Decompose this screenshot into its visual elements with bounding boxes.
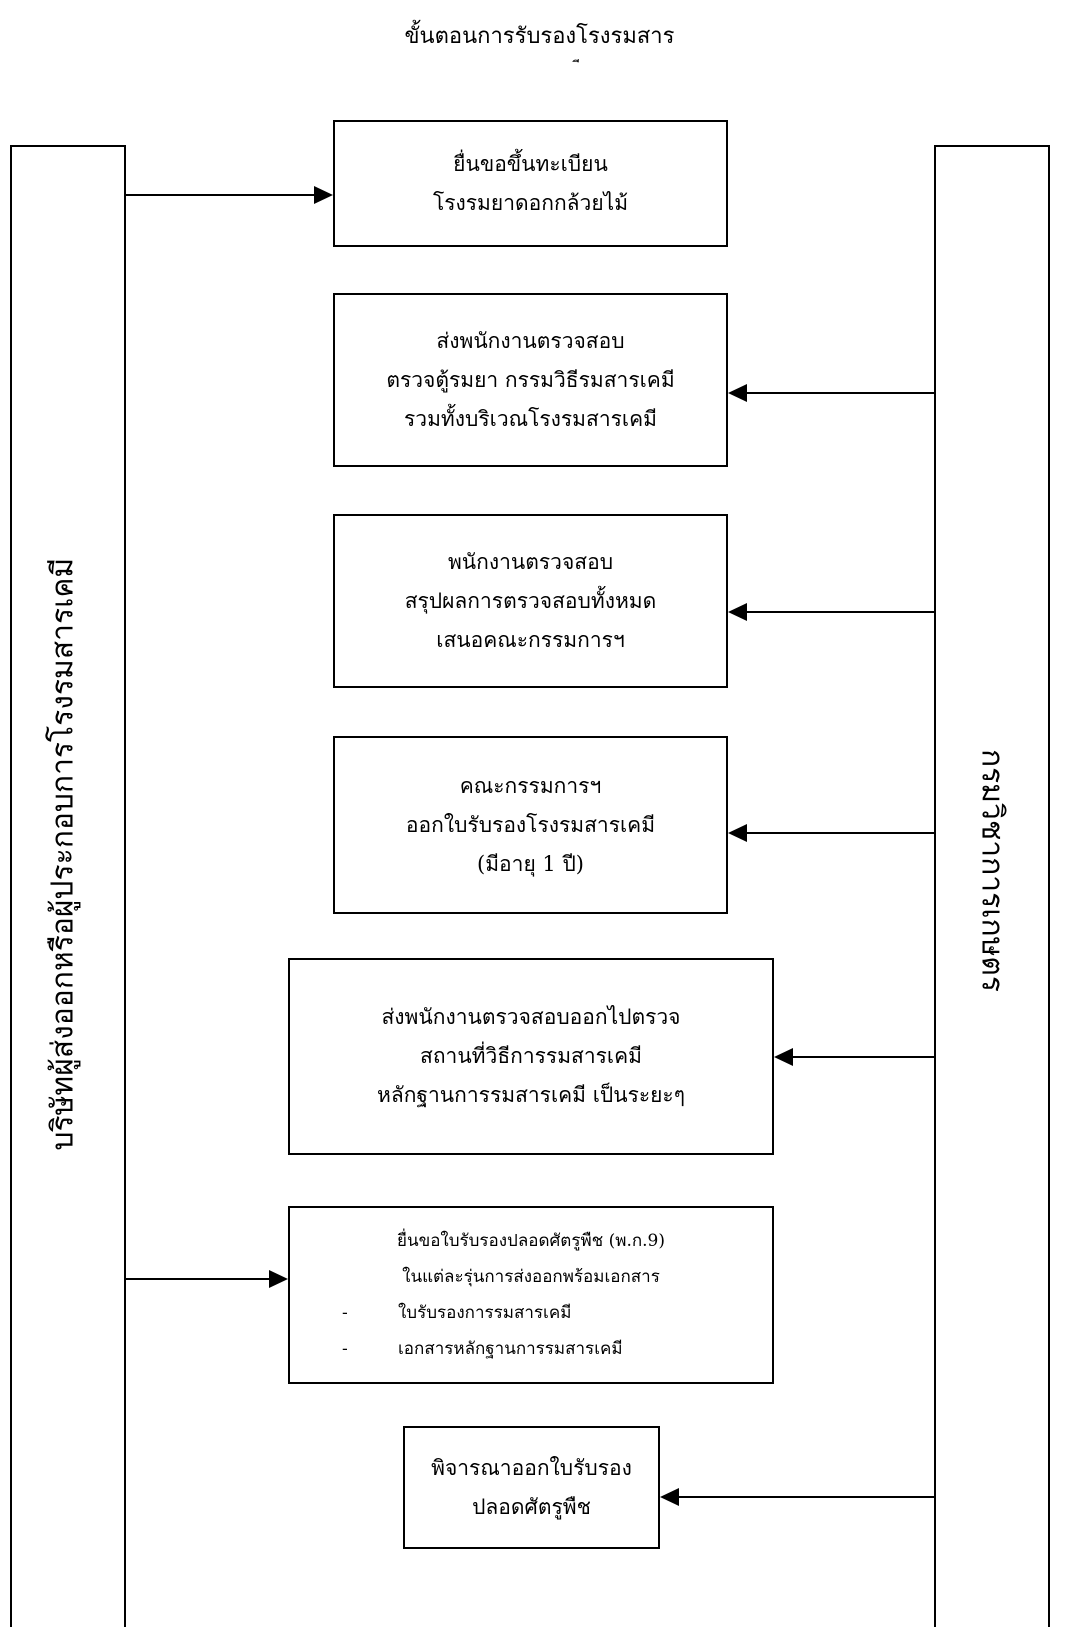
left-actor-column: [10, 145, 126, 1627]
step-box-register: ยื่นขอขึ้นทะเบียน โรงรมยาดอกกล้วยไม้: [333, 120, 728, 247]
step-box-periodic-inspection: ส่งพนักงานตรวจสอบออกไปตรวจ สถานที่วิธีกา…: [288, 958, 774, 1155]
bullet-text: เอกสารหลักฐานการรมสารเคมี: [398, 1339, 623, 1359]
step-text: ส่งพนักงานตรวจสอบ: [436, 328, 625, 353]
step-text: สรุปผลการตรวจสอบทั้งหมด: [404, 588, 657, 613]
step-text: เสนอคณะกรรมการฯ: [436, 627, 625, 652]
step-text: พนักงานตรวจสอบ: [447, 549, 614, 574]
step-text: ในแต่ละรุ่นการส่งออกพร้อมเอกสาร: [402, 1267, 660, 1287]
bullet-text: ใบรับรองการรมสารเคมี: [398, 1303, 572, 1323]
arrowhead-left: [660, 1488, 679, 1506]
step-box-committee-certificate: คณะกรรมการฯ ออกใบรับรองโรงรมสารเคมี (มีอ…: [333, 736, 728, 914]
step-text: คณะกรรมการฯ: [459, 773, 602, 798]
step-text: ตรวจตู้รมยา กรรมวิธีรมสารเคมี: [386, 367, 675, 392]
step-text: ส่งพนักงานตรวจสอบออกไปตรวจ: [381, 1005, 681, 1029]
step-text: (มีอายุ 1 ปี): [477, 851, 584, 876]
step-box-send-inspector: ส่งพนักงานตรวจสอบ ตรวจตู้รมยา กรรมวิธีรม…: [333, 293, 728, 467]
bullet-dash: -: [342, 1339, 348, 1359]
bullet-dash: -: [342, 1303, 348, 1323]
step-text: รวมทั้งบริเวณโรงรมสารเคมี: [404, 406, 657, 431]
step-text: พิจารณาออกใบรับรอง: [431, 1455, 632, 1480]
step-text: ปลอดศัตรูพืช: [472, 1494, 591, 1519]
step-text: หลักฐานการรมสารเคมี เป็นระยะๆ: [377, 1083, 685, 1107]
document-bullet: - ใบรับรองการรมสารเคมี: [290, 1295, 772, 1331]
arrowhead-left: [774, 1048, 793, 1066]
arrowhead-left: [728, 824, 747, 842]
arrowhead-left: [728, 603, 747, 621]
arrowhead-left: [728, 384, 747, 402]
step-box-phytosanitary-request: ยื่นขอใบรับรองปลอดศัตรูพืช (พ.ก.9) ในแต่…: [288, 1206, 774, 1384]
step-text: โรงรมยาดอกกล้วยไม้: [432, 190, 629, 215]
arrowhead-right: [269, 1270, 288, 1288]
arrowhead-right: [314, 186, 333, 204]
page-title: ขั้นตอนการรับรองโรงรมสาร: [404, 24, 675, 49]
step-box-issue-phytosanitary: พิจารณาออกใบรับรอง ปลอดศัตรูพืช: [403, 1426, 660, 1549]
step-text: สถานที่วิธีการรมสารเคมี: [420, 1044, 642, 1068]
step-text: ยื่นขอขึ้นทะเบียน: [453, 151, 608, 176]
step-text: ยื่นขอใบรับรองปลอดศัตรูพืช (พ.ก.9): [396, 1231, 666, 1251]
right-actor-column: [934, 145, 1050, 1627]
step-text: ออกใบรับรองโรงรมสารเคมี: [405, 812, 656, 837]
step-box-inspector-summary: พนักงานตรวจสอบ สรุปผลการตรวจสอบทั้งหมด เ…: [333, 514, 728, 688]
document-bullet: - เอกสารหลักฐานการรมสารเคมี: [290, 1331, 772, 1367]
